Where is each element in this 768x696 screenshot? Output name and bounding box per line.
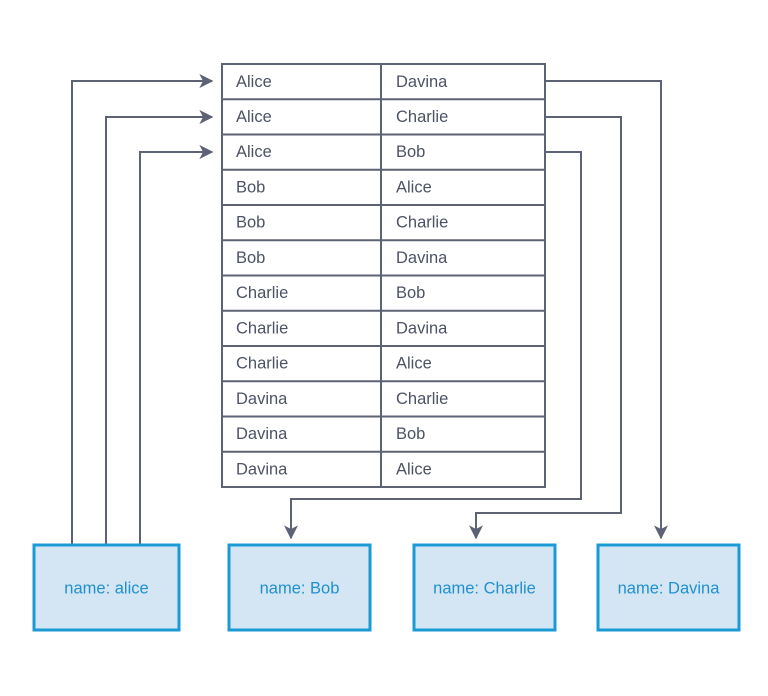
cell-left: Charlie: [236, 355, 288, 373]
node-label: name: Davina: [618, 579, 721, 597]
node-label: name: alice: [64, 579, 148, 597]
cell-left: Davina: [236, 390, 288, 408]
node-box: [227, 543, 372, 632]
entity-node-alice[interactable]: name: alice: [32, 543, 181, 632]
cell-right: Davina: [396, 73, 448, 91]
table-row[interactable]: Charlie Alice: [236, 355, 432, 373]
table-row[interactable]: Davina Alice: [236, 460, 432, 478]
outgoing-connectors: [284, 80, 668, 540]
cell-left: Davina: [236, 460, 288, 478]
entity-nodes: name: alice name: Bob name: Charlie name…: [32, 543, 741, 632]
table-row[interactable]: Charlie Bob: [236, 284, 425, 302]
cell-right: Charlie: [396, 214, 448, 232]
connector-row2-to-charlie: [469, 116, 622, 540]
cell-right: Davina: [396, 319, 448, 337]
cell-right: Alice: [396, 355, 432, 373]
cell-right: Charlie: [396, 390, 448, 408]
entity-node-bob[interactable]: name: Bob: [227, 543, 372, 632]
table-row[interactable]: Davina Bob: [236, 425, 425, 443]
table-row[interactable]: Bob Charlie: [236, 214, 448, 232]
table-row[interactable]: Bob Alice: [236, 178, 432, 196]
cell-left: Alice: [236, 143, 272, 161]
connector-alice-to-row1: [71, 74, 214, 545]
connector-alice-to-row2: [105, 110, 214, 545]
cell-right: Davina: [396, 249, 448, 267]
entity-node-davina[interactable]: name: Davina: [596, 543, 741, 632]
cell-left: Bob: [236, 178, 265, 196]
connector-alice-to-row3: [139, 145, 214, 545]
connector-row1-to-davina: [546, 80, 668, 540]
table-row[interactable]: Davina Charlie: [236, 390, 448, 408]
cell-left: Charlie: [236, 319, 288, 337]
table-row[interactable]: Alice Charlie: [236, 108, 448, 126]
node-box: [32, 543, 181, 632]
cell-left: Charlie: [236, 284, 288, 302]
cell-left: Bob: [236, 214, 265, 232]
node-label: name: Bob: [260, 579, 340, 597]
cell-right: Bob: [396, 425, 425, 443]
table-row[interactable]: Bob Davina: [236, 249, 448, 267]
node-label: name: Charlie: [433, 579, 536, 597]
table-row[interactable]: Charlie Davina: [236, 319, 448, 337]
incoming-connectors: [71, 74, 214, 545]
cell-left: Bob: [236, 249, 265, 267]
cell-left: Alice: [236, 73, 272, 91]
table-row-dividers: [222, 98, 545, 453]
cell-right: Bob: [396, 143, 425, 161]
node-box: [596, 543, 741, 632]
cell-left: Alice: [236, 108, 272, 126]
table-rows: Alice Davina Alice Charlie Alice Bob Bob…: [236, 73, 448, 479]
cell-left: Davina: [236, 425, 288, 443]
table-row[interactable]: Alice Bob: [236, 143, 425, 161]
cell-right: Alice: [396, 460, 432, 478]
node-box: [412, 543, 557, 632]
friendship-pairs-table: Alice Davina Alice Charlie Alice Bob Bob…: [221, 63, 546, 488]
cell-right: Alice: [396, 178, 432, 196]
connector-row3-to-bob: [284, 151, 582, 540]
cell-right: Charlie: [396, 108, 448, 126]
cell-right: Bob: [396, 284, 425, 302]
entity-node-charlie[interactable]: name: Charlie: [412, 543, 557, 632]
table-row[interactable]: Alice Davina: [236, 73, 448, 91]
